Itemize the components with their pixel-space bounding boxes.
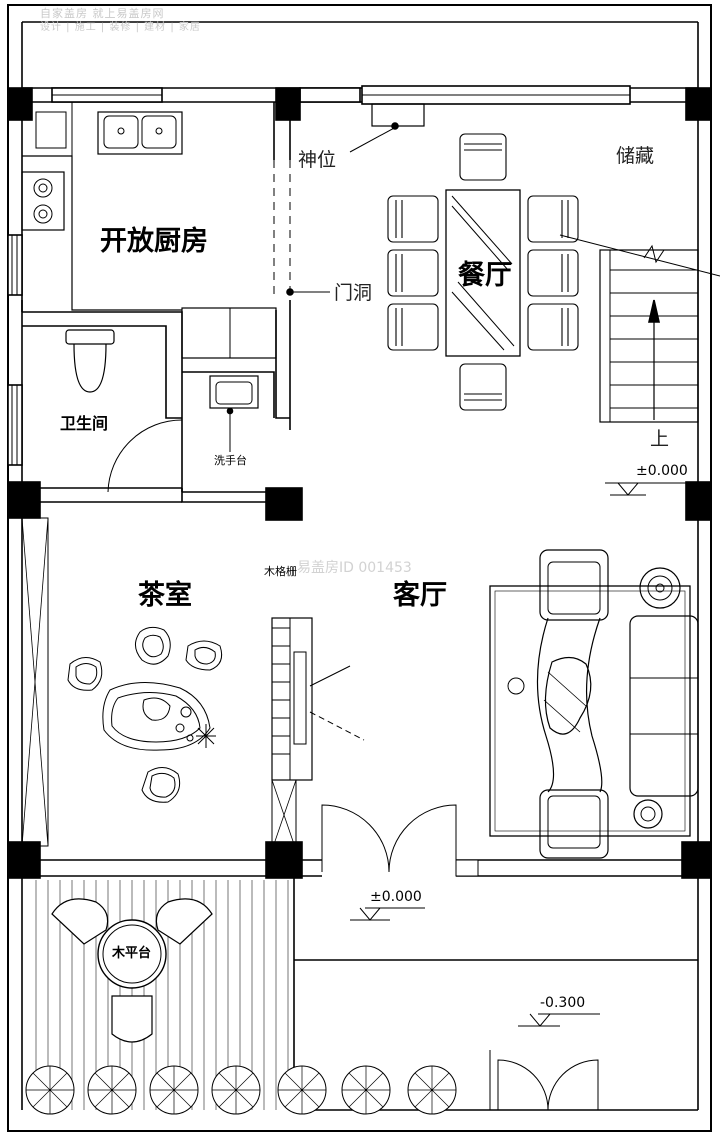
watermark-id: 易盖房ID 001453 (297, 560, 412, 576)
label-stair-up: 上 (650, 428, 670, 450)
room-label-dining: 餐厅 (458, 260, 512, 291)
watermark-brand: 自家盖房 就上易盖房网 (40, 7, 165, 20)
room-label-living: 客厅 (393, 580, 447, 611)
room-label-deck: 木平台 (112, 946, 152, 961)
elevation-stair: ±0.000 (636, 463, 688, 479)
label-wood-screen: 木格栅 (264, 565, 297, 578)
elevation-yard: -0.300 (540, 995, 586, 1011)
room-label-bathroom: 卫生间 (60, 414, 109, 433)
label-storage: 储藏 (616, 145, 655, 167)
label-doorway: 门洞 (334, 282, 373, 304)
label-washbasin: 洗手台 (214, 454, 247, 467)
room-label-tea-room: 茶室 (138, 580, 192, 611)
elevation-entry: ±0.000 (370, 889, 422, 905)
outer-wall (7, 4, 712, 1132)
room-label-kitchen: 开放厨房 (100, 226, 208, 257)
label-shrine: 神位 (298, 149, 337, 171)
watermark-tags: 设计 | 施工 | 装修 | 建材 | 家居 (40, 22, 201, 33)
